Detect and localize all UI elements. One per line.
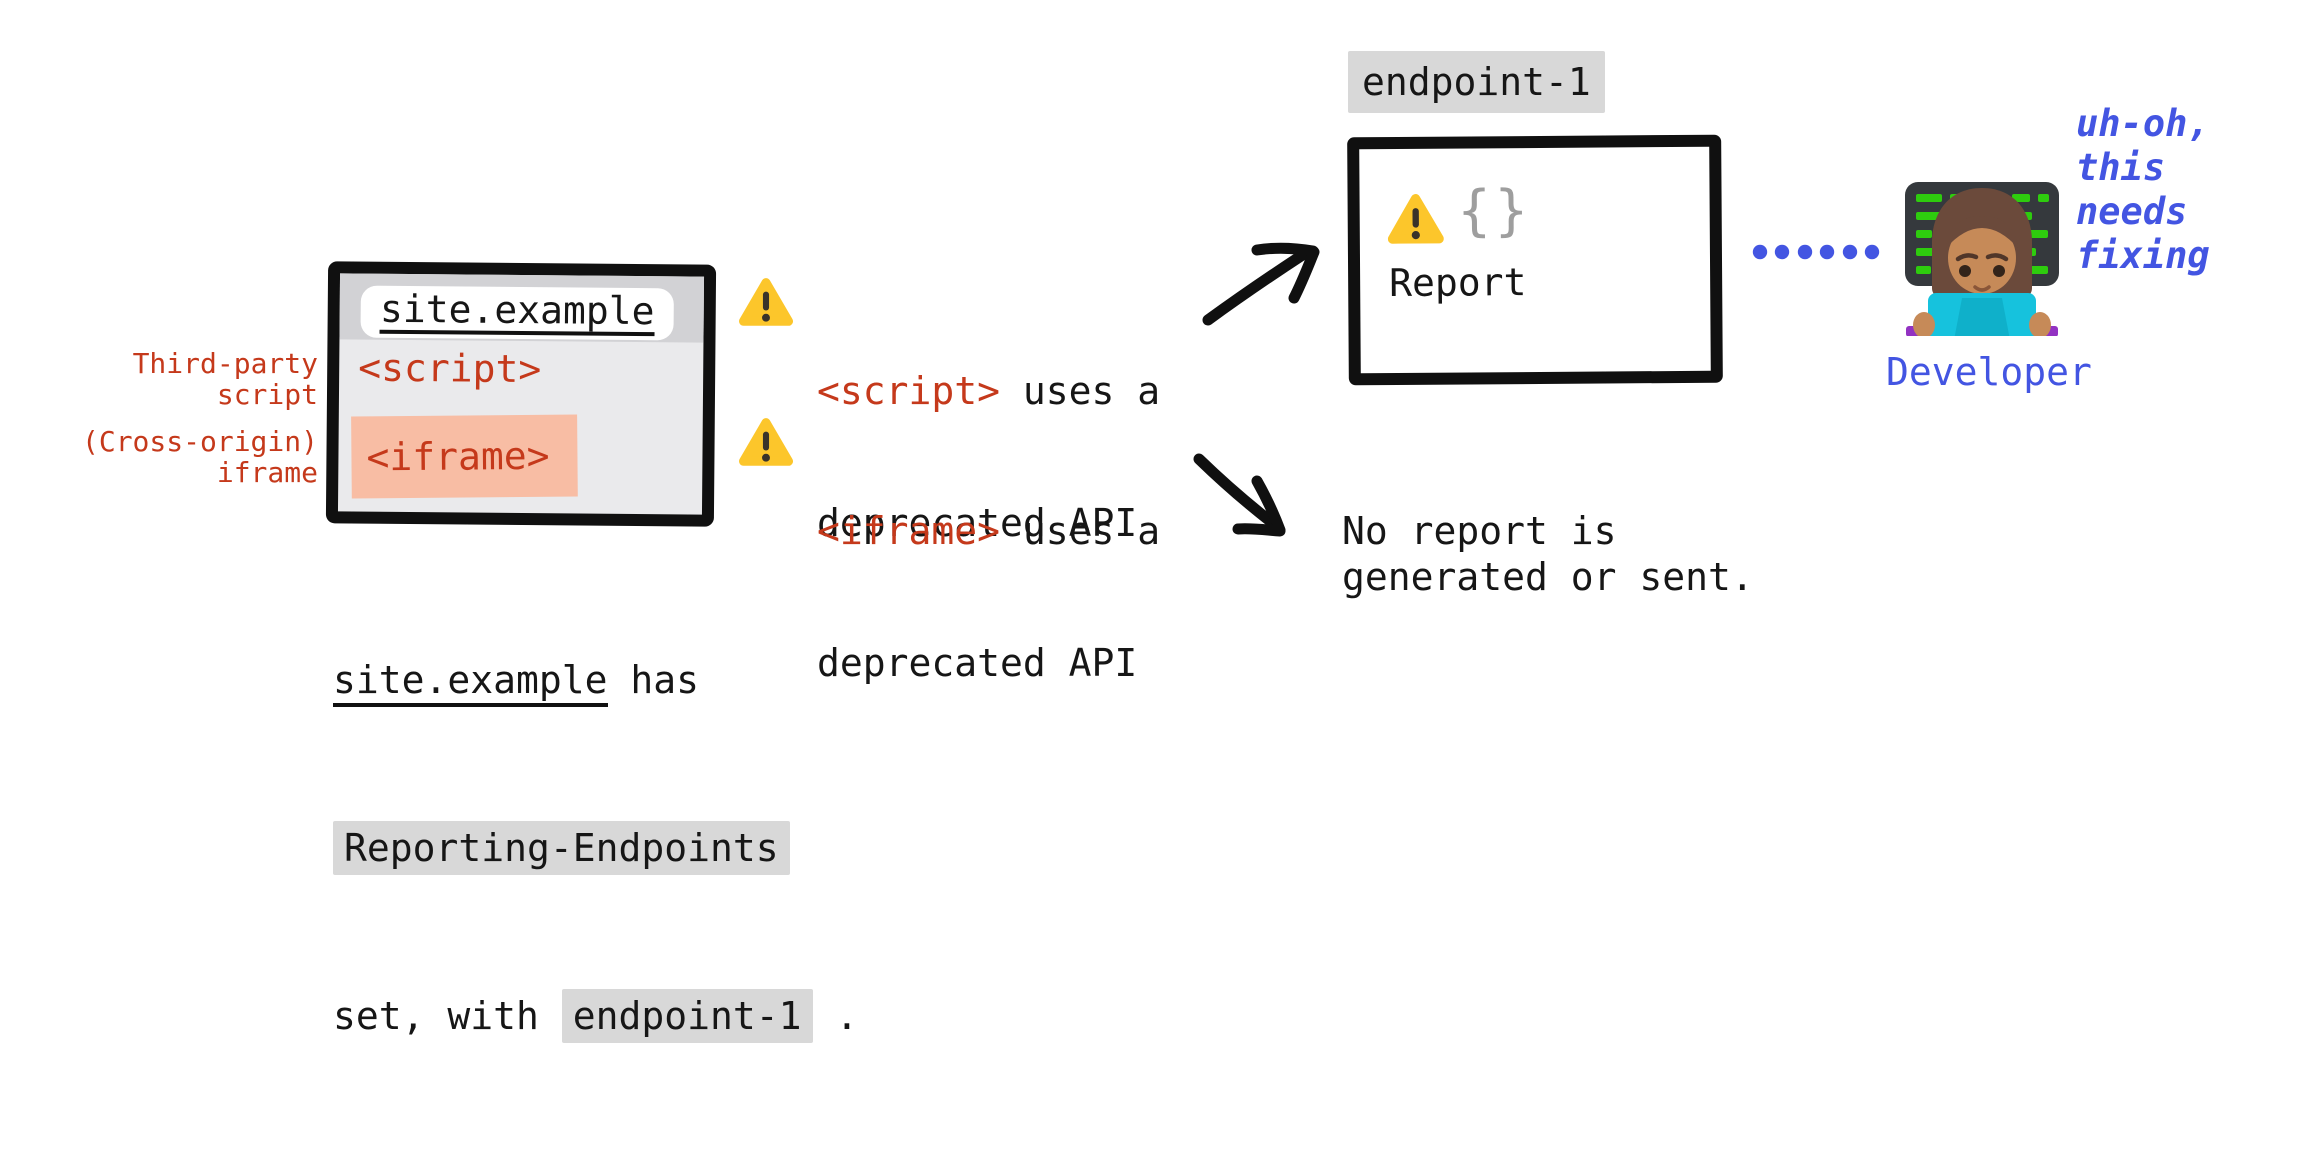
address-text: site.example bbox=[379, 287, 655, 337]
endpoint-box: {} Report bbox=[1347, 134, 1723, 386]
iframe-highlight: <iframe> bbox=[351, 414, 578, 499]
endpoint-1-inline-chip: endpoint-1 bbox=[561, 989, 813, 1043]
cross-origin-iframe-label: (Cross-origin) iframe bbox=[81, 425, 318, 489]
report-json-icon: {} bbox=[1457, 178, 1533, 243]
developer-thought-text: uh-oh, this needs fixing bbox=[2076, 102, 2210, 277]
caption-line-3: set, with endpoint-1 . bbox=[333, 988, 858, 1044]
woman-technologist-emoji bbox=[1905, 182, 2059, 336]
warning-icon bbox=[1387, 194, 1444, 244]
developer-label: Developer bbox=[1886, 350, 2092, 394]
caption-site-link: site.example bbox=[333, 658, 608, 707]
iframe-tag-text: <iframe> bbox=[366, 433, 550, 480]
warning-icon bbox=[739, 278, 793, 326]
dotted-line bbox=[1752, 244, 1880, 260]
arrow-to-endpoint-icon bbox=[1202, 242, 1320, 326]
warning-icon bbox=[739, 418, 793, 466]
no-report-text: No report is generated or sent. bbox=[1342, 509, 1754, 599]
report-label: Report bbox=[1389, 260, 1527, 306]
script-warning-text: <script> uses a deprecated API bbox=[817, 369, 1161, 545]
reporting-api-diagram: site.example <script> <iframe> Third-par… bbox=[81, 51, 2210, 1043]
site-example-window: site.example <script> <iframe> bbox=[325, 261, 717, 527]
site-caption: site.example has Reporting-Endpoints set… bbox=[333, 540, 858, 1156]
arrow-to-no-report-icon bbox=[1193, 453, 1286, 537]
caption-line-2: Reporting-Endpoints bbox=[333, 820, 858, 876]
endpoint-label-chip: endpoint-1 bbox=[1348, 51, 1605, 113]
third-party-script-label: Third-party script bbox=[132, 347, 318, 411]
caption-line-1: site.example has bbox=[333, 652, 858, 708]
reporting-endpoints-chip: Reporting-Endpoints bbox=[333, 821, 790, 875]
iframe-warning-text: <iframe> uses a deprecated API bbox=[817, 509, 1161, 685]
address-bar: site.example bbox=[360, 285, 674, 341]
script-tag-text: <script> bbox=[358, 345, 542, 392]
